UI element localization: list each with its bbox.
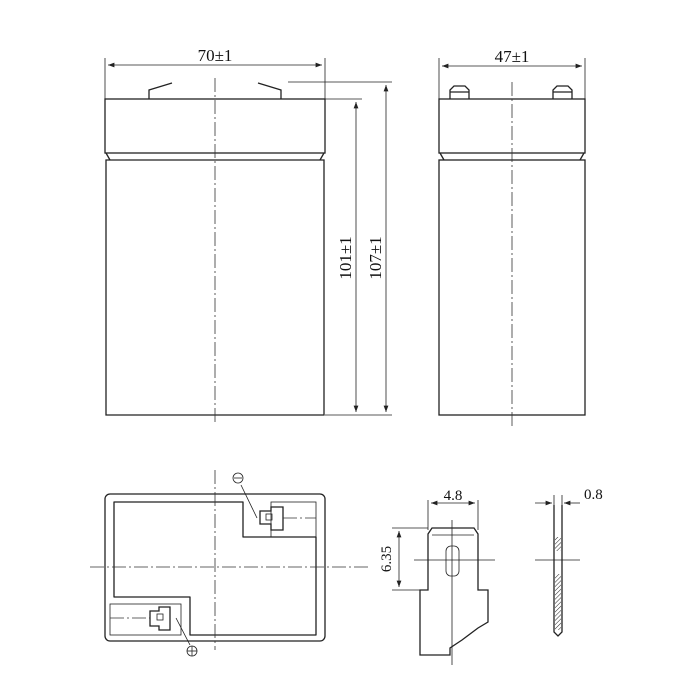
side-view: 47±1: [438, 47, 586, 428]
dim-terminal-width: 4.8: [444, 488, 463, 504]
dim-terminal-hole: 6.35: [379, 546, 395, 572]
dim-terminal-thickness: 0.8: [584, 487, 603, 503]
dim-front-width: 70±1: [198, 46, 233, 65]
terminal-side-view: 0.8: [535, 487, 603, 637]
dim-side-width: 47±1: [495, 47, 530, 66]
dim-container-height: 101±1: [336, 236, 355, 279]
front-view: 70±1 101±1 107±1: [104, 46, 392, 425]
terminal-front-view: 4.8 6.35: [379, 488, 495, 665]
dim-total-height: 107±1: [366, 236, 385, 279]
top-view: ⊖ ⊕: [90, 470, 368, 657]
